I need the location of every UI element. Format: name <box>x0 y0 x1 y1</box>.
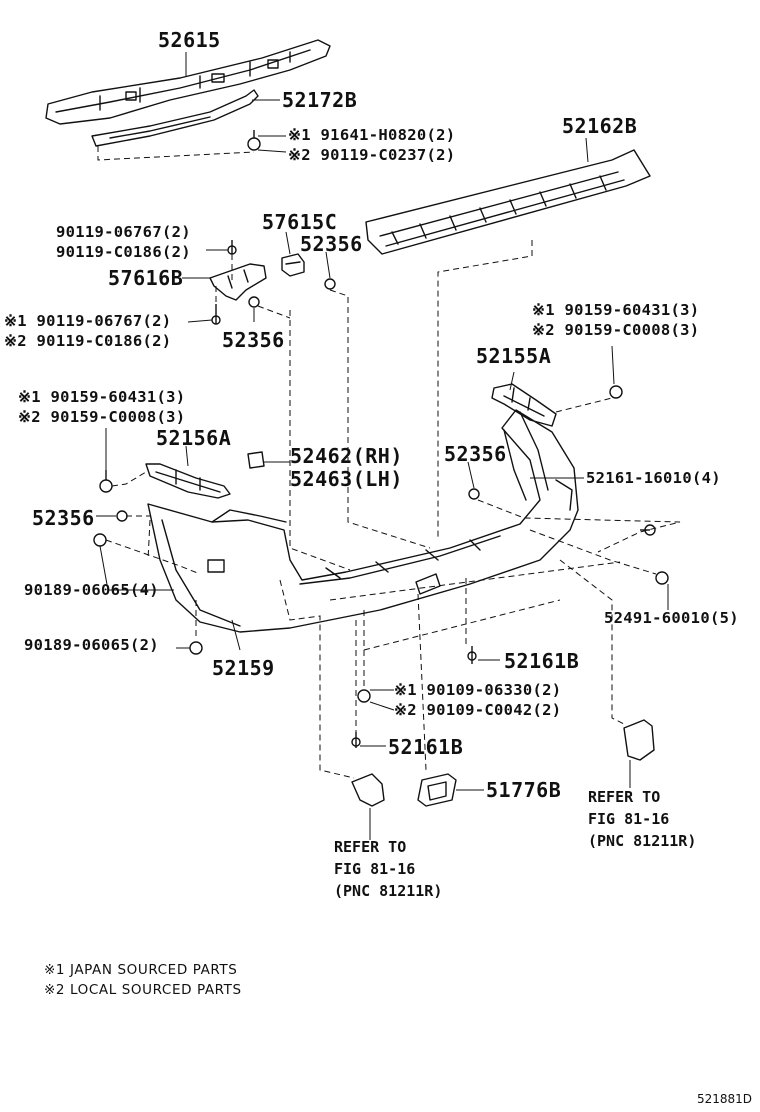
refer-left-line-3: (PNC 81211R) <box>334 882 443 900</box>
label-90189-06065-2: 90189-06065(2) <box>24 636 159 654</box>
refer-right-line-3: (PNC 81211R) <box>588 832 697 850</box>
label-90189-06065-4: 90189-06065(4) <box>24 581 159 599</box>
drawing-code: 521881D <box>696 1092 752 1106</box>
label-51776b: 51776B <box>486 778 562 802</box>
refer-right-line-2: FIG 81-16 <box>588 810 670 828</box>
label-90119-c0186-top: 90119-C0186(2) <box>56 243 191 261</box>
label-52356-d: 52356 <box>32 506 95 530</box>
label-90119-06767-mid: ※1 90119-06767(2) <box>4 312 172 330</box>
label-90109-06330: ※1 90109-06330(2) <box>394 681 562 699</box>
label-90119-06767-top: 90119-06767(2) <box>56 223 191 241</box>
label-52155a: 52155A <box>476 344 552 368</box>
label-90159-c0008-right: ※2 90159-C0008(3) <box>532 321 700 339</box>
label-52162b: 52162B <box>562 114 638 138</box>
refer-right-line-1: REFER TO <box>588 788 661 806</box>
lamp-left <box>351 773 385 807</box>
note-local-sourced: ※2 LOCAL SOURCED PARTS <box>44 982 242 998</box>
note-japan-sourced: ※1 JAPAN SOURCED PARTS <box>44 962 238 978</box>
clip-57615c <box>281 253 305 277</box>
label-57616b: 57616B <box>108 266 184 290</box>
label-52161-16010: 52161-16010(4) <box>586 469 721 487</box>
label-52615: 52615 <box>158 28 221 52</box>
label-90159-c0008-left: ※2 90159-C0008(3) <box>18 408 186 426</box>
label-90119-c0186-mid: ※2 90119-C0186(2) <box>4 332 172 350</box>
label-52356-a: 52356 <box>300 232 363 256</box>
label-57615c: 57615C <box>262 210 338 234</box>
reinforcement-52615 <box>45 39 331 125</box>
refer-note-right: REFER TO FIG 81-16 (PNC 81211R) <box>588 786 696 852</box>
bumper-cover-52159 <box>147 409 579 633</box>
label-52491-60010: 52491-60010(5) <box>604 609 739 627</box>
label-91641-h0820: ※1 91641-H0820(2) <box>288 126 456 144</box>
retainer-52155a <box>491 383 557 427</box>
refer-left-line-2: FIG 81-16 <box>334 860 416 878</box>
label-52462-rh: 52462(RH) <box>290 444 403 468</box>
label-52159: 52159 <box>212 656 275 680</box>
label-90159-60431-left: ※1 90159-60431(3) <box>18 388 186 406</box>
label-52356-c: 52356 <box>444 442 507 466</box>
pad-52462 <box>247 451 265 469</box>
label-90119-c0237: ※2 90119-C0237(2) <box>288 146 456 164</box>
step-pad-52162b <box>365 149 651 255</box>
label-52356-b: 52356 <box>222 328 285 352</box>
refer-left-line-1: REFER TO <box>334 838 407 856</box>
retainer-52172b <box>91 89 259 147</box>
lamp-right <box>623 719 655 761</box>
label-52172b: 52172B <box>282 88 358 112</box>
reflector-51776b <box>417 773 457 807</box>
label-90109-c0042: ※2 90109-C0042(2) <box>394 701 562 719</box>
label-52161b-a: 52161B <box>504 649 580 673</box>
bracket-57616b <box>209 263 267 301</box>
label-52156a: 52156A <box>156 426 232 450</box>
label-52463-lh: 52463(LH) <box>290 467 403 491</box>
refer-note-left: REFER TO FIG 81-16 (PNC 81211R) <box>334 836 442 902</box>
label-52161b-b: 52161B <box>388 735 464 759</box>
label-90159-60431-right: ※1 90159-60431(3) <box>532 301 700 319</box>
retainer-52156a <box>145 463 231 499</box>
